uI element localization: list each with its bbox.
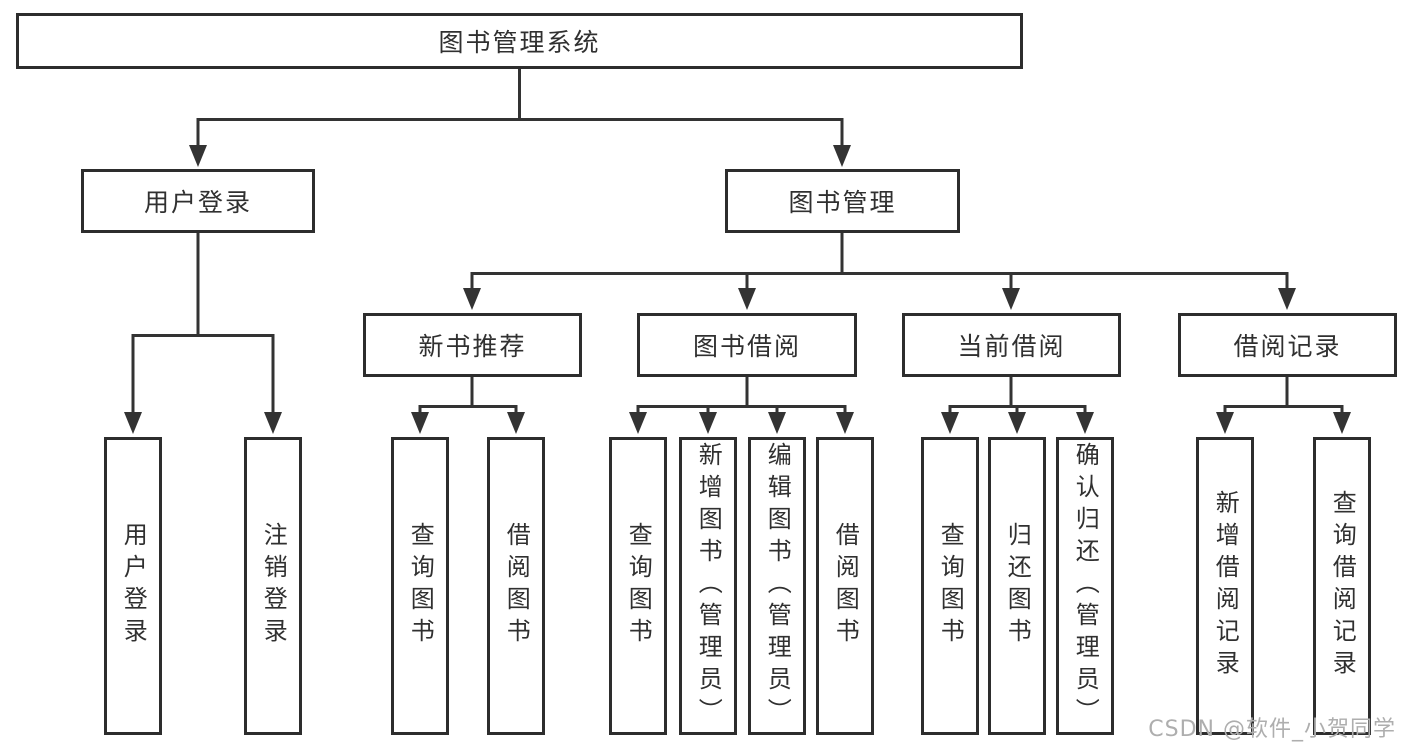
- leaf-user-login: 用户登录: [104, 437, 162, 735]
- leaf-label: 借阅图书: [831, 522, 860, 650]
- leaf-borrow-books-borrowing: 借阅图书: [816, 437, 874, 735]
- leaf-add-book-admin: 新增图书（管理员）: [679, 437, 737, 735]
- leaf-return-book: 归还图书: [988, 437, 1046, 735]
- node-library-management-system: 图书管理系统: [16, 13, 1023, 69]
- leaf-query-borrow-record: 查询借阅记录: [1313, 437, 1371, 735]
- node-book-management: 图书管理: [725, 169, 960, 233]
- leaf-label: 查询图书: [624, 522, 653, 650]
- node-current-borrowing: 当前借阅: [902, 313, 1121, 377]
- leaf-add-borrow-record: 新增借阅记录: [1196, 437, 1254, 735]
- leaf-edit-book-admin: 编辑图书（管理员）: [748, 437, 806, 735]
- leaf-label: 查询图书: [406, 522, 435, 650]
- leaf-label: 新增图书（管理员）: [694, 442, 723, 730]
- leaf-label: 查询借阅记录: [1328, 490, 1357, 682]
- node-label: 图书借阅: [692, 332, 801, 361]
- leaf-label: 注销登录: [259, 522, 288, 650]
- leaf-label: 借阅图书: [502, 522, 531, 650]
- leaf-borrow-books-recommend: 借阅图书: [487, 437, 545, 735]
- node-label: 新书推荐: [418, 332, 527, 361]
- leaf-query-books-current: 查询图书: [921, 437, 979, 735]
- leaf-label: 确认归还（管理员）: [1071, 442, 1100, 730]
- leaf-confirm-return-admin: 确认归还（管理员）: [1056, 437, 1114, 735]
- node-label: 图书管理: [788, 188, 897, 217]
- leaf-label: 新增借阅记录: [1211, 490, 1240, 682]
- leaf-label: 归还图书: [1003, 522, 1032, 650]
- leaf-query-books-borrowing: 查询图书: [609, 437, 667, 735]
- node-label: 借阅记录: [1233, 332, 1342, 361]
- leaf-logout: 注销登录: [244, 437, 302, 735]
- node-label: 当前借阅: [957, 332, 1066, 361]
- leaf-label: 用户登录: [119, 522, 148, 650]
- node-borrowing-records: 借阅记录: [1178, 313, 1397, 377]
- node-user-login: 用户登录: [81, 169, 315, 233]
- leaf-query-books-recommend: 查询图书: [391, 437, 449, 735]
- arrowheads: [124, 145, 1351, 434]
- leaf-label: 编辑图书（管理员）: [763, 442, 792, 730]
- node-new-book-recommendation: 新书推荐: [363, 313, 582, 377]
- node-book-borrowing: 图书借阅: [637, 313, 857, 377]
- leaf-label: 查询图书: [936, 522, 965, 650]
- watermark: CSDN @软件_小贺同学: [1148, 717, 1396, 742]
- node-label: 图书管理系统: [438, 28, 601, 57]
- node-label: 用户登录: [143, 188, 252, 217]
